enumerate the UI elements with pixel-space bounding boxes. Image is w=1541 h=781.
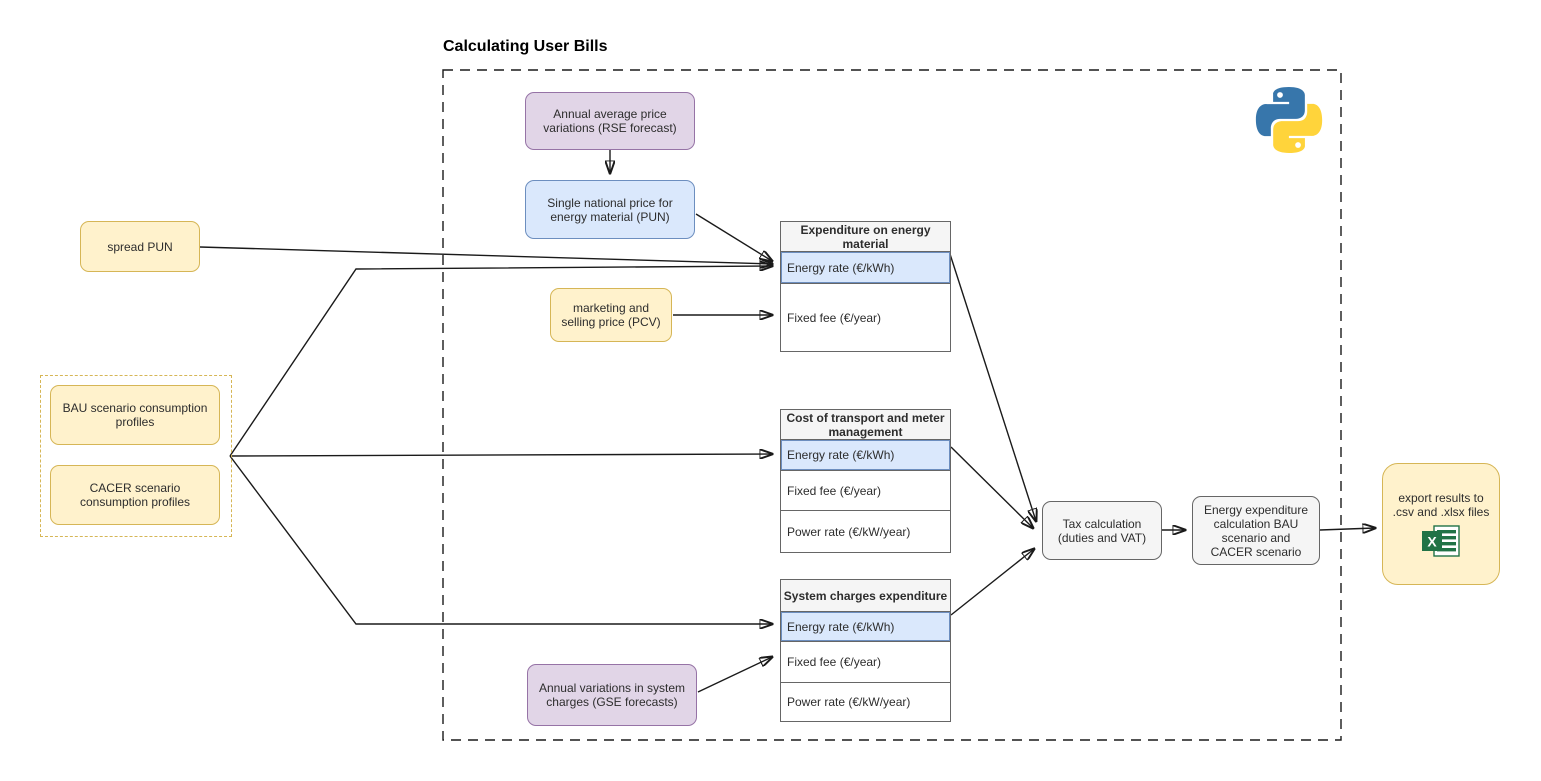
node-cacer-profiles-label: CACER scenario consumption profiles	[79, 481, 191, 509]
node-spread-pun[interactable]: spread PUN	[80, 221, 200, 272]
table-header: Cost of transport and meter management	[781, 410, 950, 440]
arrow-table1-to-tax	[949, 253, 1036, 521]
table-row-energy-rate[interactable]: Energy rate (€/kWh)	[781, 440, 950, 470]
row-label: Fixed fee (€/year)	[787, 310, 882, 325]
arrow-spread-pun-to-energy-rate-1	[199, 246, 772, 264]
table-row-fixed-fee[interactable]: Fixed fee (€/year)	[781, 283, 950, 351]
node-export-results[interactable]: export results to .csv and .xlsx files X	[1382, 463, 1500, 585]
arrow-pun-to-energy-rate-1	[695, 213, 772, 261]
node-tax-calculation[interactable]: Tax calculation (duties and VAT)	[1042, 501, 1162, 560]
node-energy-expenditure-calc[interactable]: Energy expenditure calculation BAU scena…	[1192, 496, 1320, 565]
node-energy-expenditure-calc-label: Energy expenditure calculation BAU scena…	[1203, 502, 1309, 559]
consumption-profiles-group	[40, 375, 232, 537]
row-label: Fixed fee (€/year)	[787, 483, 882, 498]
node-pcv-label: marketing and selling price (PCV)	[561, 301, 661, 329]
table-expenditure-energy-material: Expenditure on energy material Energy ra…	[780, 221, 951, 352]
row-label: Power rate (€/kW/year)	[787, 524, 911, 539]
node-pcv[interactable]: marketing and selling price (PCV)	[550, 288, 672, 342]
arrow-energy-calc-to-export	[1319, 528, 1375, 530]
excel-icon: X	[1422, 525, 1460, 557]
table-row-energy-rate[interactable]: Energy rate (€/kWh)	[781, 612, 950, 641]
arrow-gse-to-fixed-fee-3	[697, 657, 772, 693]
page-title: Calculating User Bills	[443, 38, 608, 55]
table-system-charges: System charges expenditure Energy rate (…	[780, 579, 951, 722]
row-label: Energy rate (€/kWh)	[787, 260, 895, 275]
node-bau-profiles-label: BAU scenario consumption profiles	[62, 401, 208, 429]
node-gse-forecast[interactable]: Annual variations in system charges (GSE…	[527, 664, 697, 726]
node-spread-pun-label: spread PUN	[107, 239, 173, 254]
row-label: Power rate (€/kW/year)	[787, 695, 911, 709]
row-label: Fixed fee (€/year)	[787, 655, 882, 669]
table-header: Expenditure on energy material	[781, 222, 950, 252]
node-tax-calculation-label: Tax calculation (duties and VAT)	[1057, 516, 1147, 545]
node-pun[interactable]: Single national price for energy materia…	[525, 180, 695, 239]
table-row-energy-rate[interactable]: Energy rate (€/kWh)	[781, 252, 950, 283]
node-rse-forecast-label: Annual average price variations (RSE for…	[543, 107, 677, 135]
arrow-table2-to-tax	[950, 446, 1033, 528]
node-cacer-profiles[interactable]: CACER scenario consumption profiles	[50, 465, 220, 525]
arrow-table3-to-tax	[950, 549, 1034, 616]
table-header: System charges expenditure	[781, 580, 950, 612]
svg-text:X: X	[1427, 534, 1437, 550]
table-transport-meter-management: Cost of transport and meter management E…	[780, 409, 951, 553]
node-bau-profiles[interactable]: BAU scenario consumption profiles	[50, 385, 220, 445]
arrow-profiles-to-energy-rate-2	[229, 454, 772, 456]
table-row-fixed-fee[interactable]: Fixed fee (€/year)	[781, 470, 950, 510]
python-logo-icon	[1255, 87, 1323, 153]
node-gse-forecast-label: Annual variations in system charges (GSE…	[538, 681, 686, 709]
arrow-profiles-to-energy-rate-1	[229, 266, 772, 457]
table-row-fixed-fee[interactable]: Fixed fee (€/year)	[781, 641, 950, 682]
row-label: Energy rate (€/kWh)	[787, 448, 895, 462]
node-rse-forecast[interactable]: Annual average price variations (RSE for…	[525, 92, 695, 150]
arrow-profiles-to-energy-rate-3	[229, 455, 772, 624]
row-label: Energy rate (€/kWh)	[787, 619, 895, 634]
node-pun-label: Single national price for energy materia…	[547, 195, 673, 224]
table-row-power-rate[interactable]: Power rate (€/kW/year)	[781, 682, 950, 721]
table-row-power-rate[interactable]: Power rate (€/kW/year)	[781, 510, 950, 552]
node-export-results-label: export results to .csv and .xlsx files	[1392, 491, 1490, 519]
